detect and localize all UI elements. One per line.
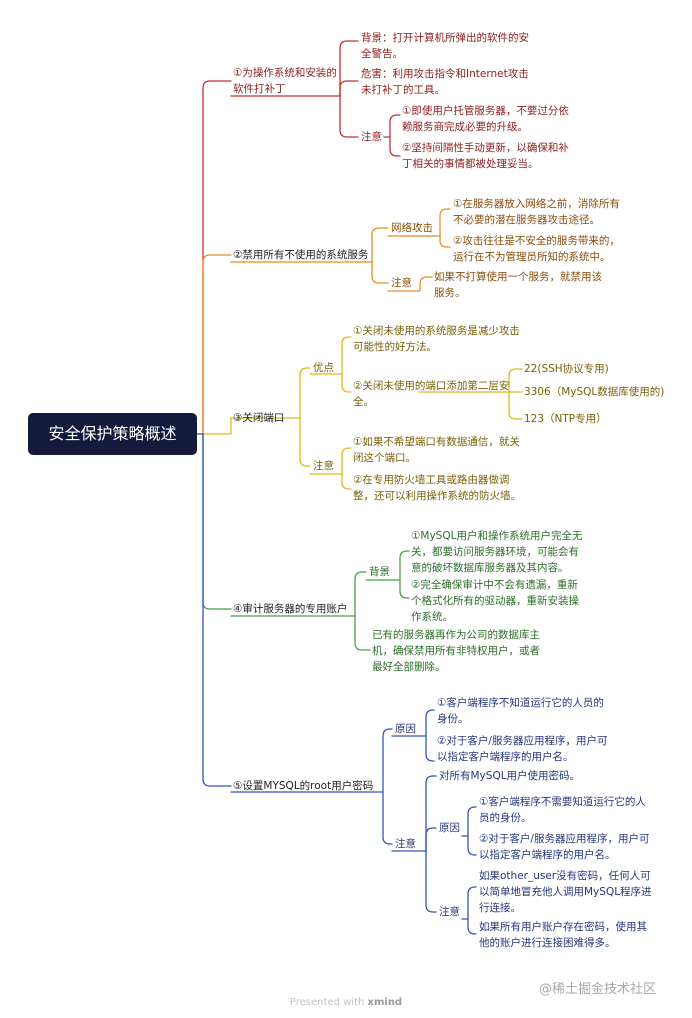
b2-network-item-2[interactable]: ②攻击往往是不安全的服务带来的， 运行在不为管理员所知的系统中。 <box>453 233 620 265</box>
b5-reason-node[interactable]: 原因 <box>395 723 416 735</box>
b4-existing-server-line-1: 已有的服务器再作为公司的数据库主 <box>372 629 540 641</box>
b3-note-item-1[interactable]: ①如果不希望端口有数据通信，就关 闭这个端口。 <box>353 434 520 466</box>
b3-note-node[interactable]: 注意 <box>313 460 334 472</box>
b2-network-item-1-line-1: ①在服务器放入网络之前，消除所有 <box>453 198 620 210</box>
b4-background-item-2[interactable]: ②完全确保审计中不会有遗漏，重新 个格式化所有的驱动器，重新安装操 作系统。 <box>411 577 579 625</box>
b3-note-item-1-line-1: ①如果不希望端口有数据通信，就关 <box>353 436 520 448</box>
b4-background-item-2-line-3: 作系统。 <box>411 611 453 623</box>
b1-note-item-1[interactable]: ①即使用户托管服务器，不要过分依 赖服务商完成必要的升级。 <box>402 103 569 135</box>
b3-advantage-item-2[interactable]: ②关闭未使用的端口添加第二层安 全。 <box>353 378 509 410</box>
b3-port-3306[interactable]: 3306（MySQL数据库使用的) <box>524 386 665 398</box>
branch-2-topic[interactable]: ②禁用所有不使用的系统服务 <box>233 249 369 261</box>
b4-background-item-1-line-1: ①MySQL用户和操作系统用户完全无 <box>411 530 583 542</box>
b5-note-reason-node[interactable]: 原因 <box>439 822 460 834</box>
b1-background-line-1: 背景：打开计算机所弹出的软件的安 <box>361 32 529 44</box>
branch-1-label-line-1: ①为操作系统和安装的 <box>233 67 337 79</box>
b2-network-item-2-line-1: ②攻击往往是不安全的服务带来的， <box>453 235 620 247</box>
b5-note-reason-item-1-line-1: ①客户端程序不需要知道运行它的人 <box>479 796 646 808</box>
b4-existing-server-line-2: 机，确保禁用所有非特权用户，或者 <box>372 645 540 657</box>
b3-advantage-item-1[interactable]: ①关闭未使用的系统服务是减少攻击 可能性的好方法。 <box>353 323 520 355</box>
b2-network-item-1[interactable]: ①在服务器放入网络之前，消除所有 不必要的潜在服务器攻击途径。 <box>453 196 620 228</box>
branch-1-label-line-2: 软件打补丁 <box>233 83 286 95</box>
b2-note-item-1[interactable]: 如果不打算使用一个服务，就禁用该 服务。 <box>434 269 602 301</box>
b5-note-note-item-1[interactable]: 如果other_user没有密码，任何人可 以简单地冒充他人调用MySQL程序进… <box>479 868 652 916</box>
b5-note-node[interactable]: 注意 <box>395 838 416 850</box>
b3-port-123[interactable]: 123（NTP专用） <box>524 413 607 425</box>
b3-advantage-item-1-line-1: ①关闭未使用的系统服务是减少攻击 <box>353 325 520 337</box>
b3-port-22[interactable]: 22(SSH协议专用) <box>524 363 609 375</box>
b1-note-item-1-line-2: 赖服务商完成必要的升级。 <box>402 121 528 133</box>
b5-reason-item-1-line-2: 身份。 <box>437 713 469 725</box>
b2-note-item-1-line-2: 服务。 <box>434 287 466 299</box>
b1-note-item-2-line-2: 丁相关的事情都被处理妥当。 <box>402 158 539 170</box>
b5-note-note-node[interactable]: 注意 <box>439 906 460 918</box>
b2-note-node[interactable]: 注意 <box>391 277 412 289</box>
branch-5-connectors <box>230 709 477 935</box>
b3-note-item-2-line-2: 整，还可以利用操作系统的防火墙。 <box>353 490 521 502</box>
b5-note-note-item-1-line-3: 行连接。 <box>479 902 521 914</box>
b3-note-item-2[interactable]: ②在专用防火墙工具或路由器做调 整，还可以利用操作系统的防火墙。 <box>353 472 521 504</box>
b4-background-node[interactable]: 背景 <box>369 566 390 578</box>
b5-all-users-password[interactable]: 对所有MySQL用户使用密码。 <box>439 770 581 782</box>
branch-1-connectors <box>230 40 401 157</box>
b1-note-item-2-line-1: ②坚持间隔性手动更新，以确保和补 <box>402 142 569 154</box>
b5-reason-item-1-line-1: ①客户端程序不知道运行它的人员的 <box>437 697 604 709</box>
b4-existing-server-line-3: 最好全部删除。 <box>372 661 446 673</box>
b1-note-item-2[interactable]: ②坚持间隔性手动更新，以确保和补 丁相关的事情都被处理妥当。 <box>402 140 569 172</box>
b5-note-reason-item-1[interactable]: ①客户端程序不需要知道运行它的人 员的身份。 <box>479 794 646 826</box>
b2-note-item-1-line-1: 如果不打算使用一个服务，就禁用该 <box>434 271 602 283</box>
b2-network-item-2-line-2: 运行在不为管理员所知的系统中。 <box>453 251 611 263</box>
b3-advantage-node[interactable]: 优点 <box>313 362 334 374</box>
branch-4-topic[interactable]: ④审计服务器的专用账户 <box>233 603 348 615</box>
b4-background-item-2-line-2: 个格式化所有的驱动器，重新安装操 <box>411 595 579 607</box>
b4-background-item-1-line-2: 关，都要访问服务器环境，可能会有 <box>411 546 579 558</box>
b5-reason-item-2[interactable]: ②对于客户/服务器应用程序，用户可 以指定客户端程序的用户名。 <box>437 733 607 765</box>
b5-reason-item-2-line-1: ②对于客户/服务器应用程序，用户可 <box>437 735 608 747</box>
branch-2-connectors <box>230 208 451 292</box>
b5-reason-item-1[interactable]: ①客户端程序不知道运行它的人员的 身份。 <box>437 695 604 727</box>
branch-1-topic[interactable]: ①为操作系统和安装的 软件打补丁 <box>233 65 337 97</box>
b5-note-reason-item-2-line-2: 以指定客户端程序的用户名。 <box>479 849 616 861</box>
b1-note-item-1-line-1: ①即使用户托管服务器，不要过分依 <box>402 105 569 117</box>
branch-3-connectors <box>230 336 523 490</box>
root-connectors <box>196 80 232 787</box>
b5-note-note-item-1-line-1: 如果other_user没有密码，任何人可 <box>479 870 651 882</box>
b5-note-note-item-2-line-2: 他的账户进行连接困难得多。 <box>479 937 616 949</box>
b5-note-reason-item-2-line-1: ②对于客户/服务器应用程序，用户可 <box>479 833 650 845</box>
b1-danger-node[interactable]: 危害：利用攻击指令和Internet攻击 未打补丁的工具。 <box>361 66 529 98</box>
branch-5-topic[interactable]: ⑤设置MYSQL的root用户密码 <box>233 780 374 792</box>
b5-note-reason-item-2[interactable]: ②对于客户/服务器应用程序，用户可 以指定客户端程序的用户名。 <box>479 831 649 863</box>
b2-network-attack-node[interactable]: 网络攻击 <box>391 222 433 234</box>
central-topic[interactable]: 安全保护策略概述 <box>28 413 197 455</box>
b1-danger-line-2: 未打补丁的工具。 <box>361 84 445 96</box>
watermark: @稀土掘金技术社区 <box>539 982 657 997</box>
branch-4-connectors <box>230 550 410 651</box>
b4-background-item-1-line-3: 意的破坏数据库服务器及其内容。 <box>411 562 569 574</box>
b5-note-note-item-1-line-2: 以简单地冒充他人调用MySQL程序进 <box>479 886 652 898</box>
b2-network-item-1-line-2: 不必要的潜在服务器攻击途径。 <box>453 214 600 226</box>
b3-note-item-2-line-1: ②在专用防火墙工具或路由器做调 <box>353 474 510 486</box>
b4-background-item-2-line-1: ②完全确保审计中不会有遗漏，重新 <box>411 579 578 591</box>
b5-note-note-item-2-line-1: 如果所有用户账户存在密码，使用其 <box>479 921 647 933</box>
b4-background-item-1[interactable]: ①MySQL用户和操作系统用户完全无 关，都要访问服务器环境，可能会有 意的破坏… <box>411 528 582 576</box>
b5-note-reason-item-1-line-2: 员的身份。 <box>479 812 532 824</box>
b3-advantage-item-2-line-1: ②关闭未使用的端口添加第二层安 <box>353 380 510 392</box>
b3-note-item-1-line-2: 闭这个端口。 <box>353 452 416 464</box>
footer-credit: Presented with xmind <box>0 997 692 1008</box>
b1-danger-line-1: 危害：利用攻击指令和Internet攻击 <box>361 68 529 80</box>
b1-note-node[interactable]: 注意 <box>361 131 382 143</box>
b3-advantage-item-1-line-2: 可能性的好方法。 <box>353 341 437 353</box>
b4-existing-server-node[interactable]: 已有的服务器再作为公司的数据库主 机，确保禁用所有非特权用户，或者 最好全部删除… <box>372 627 540 675</box>
b5-note-note-item-2[interactable]: 如果所有用户账户存在密码，使用其 他的账户进行连接困难得多。 <box>479 919 647 951</box>
b5-reason-item-2-line-2: 以指定客户端程序的用户名。 <box>437 751 574 763</box>
footer-brand: xmind <box>367 997 403 1008</box>
b1-background-line-2: 全警告。 <box>361 48 403 60</box>
footer-prefix: Presented with <box>289 997 365 1008</box>
b1-background-node[interactable]: 背景：打开计算机所弹出的软件的安 全警告。 <box>361 30 529 62</box>
b3-advantage-item-2-line-2: 全。 <box>353 396 374 408</box>
branch-3-topic[interactable]: ③关闭端口 <box>233 412 285 424</box>
